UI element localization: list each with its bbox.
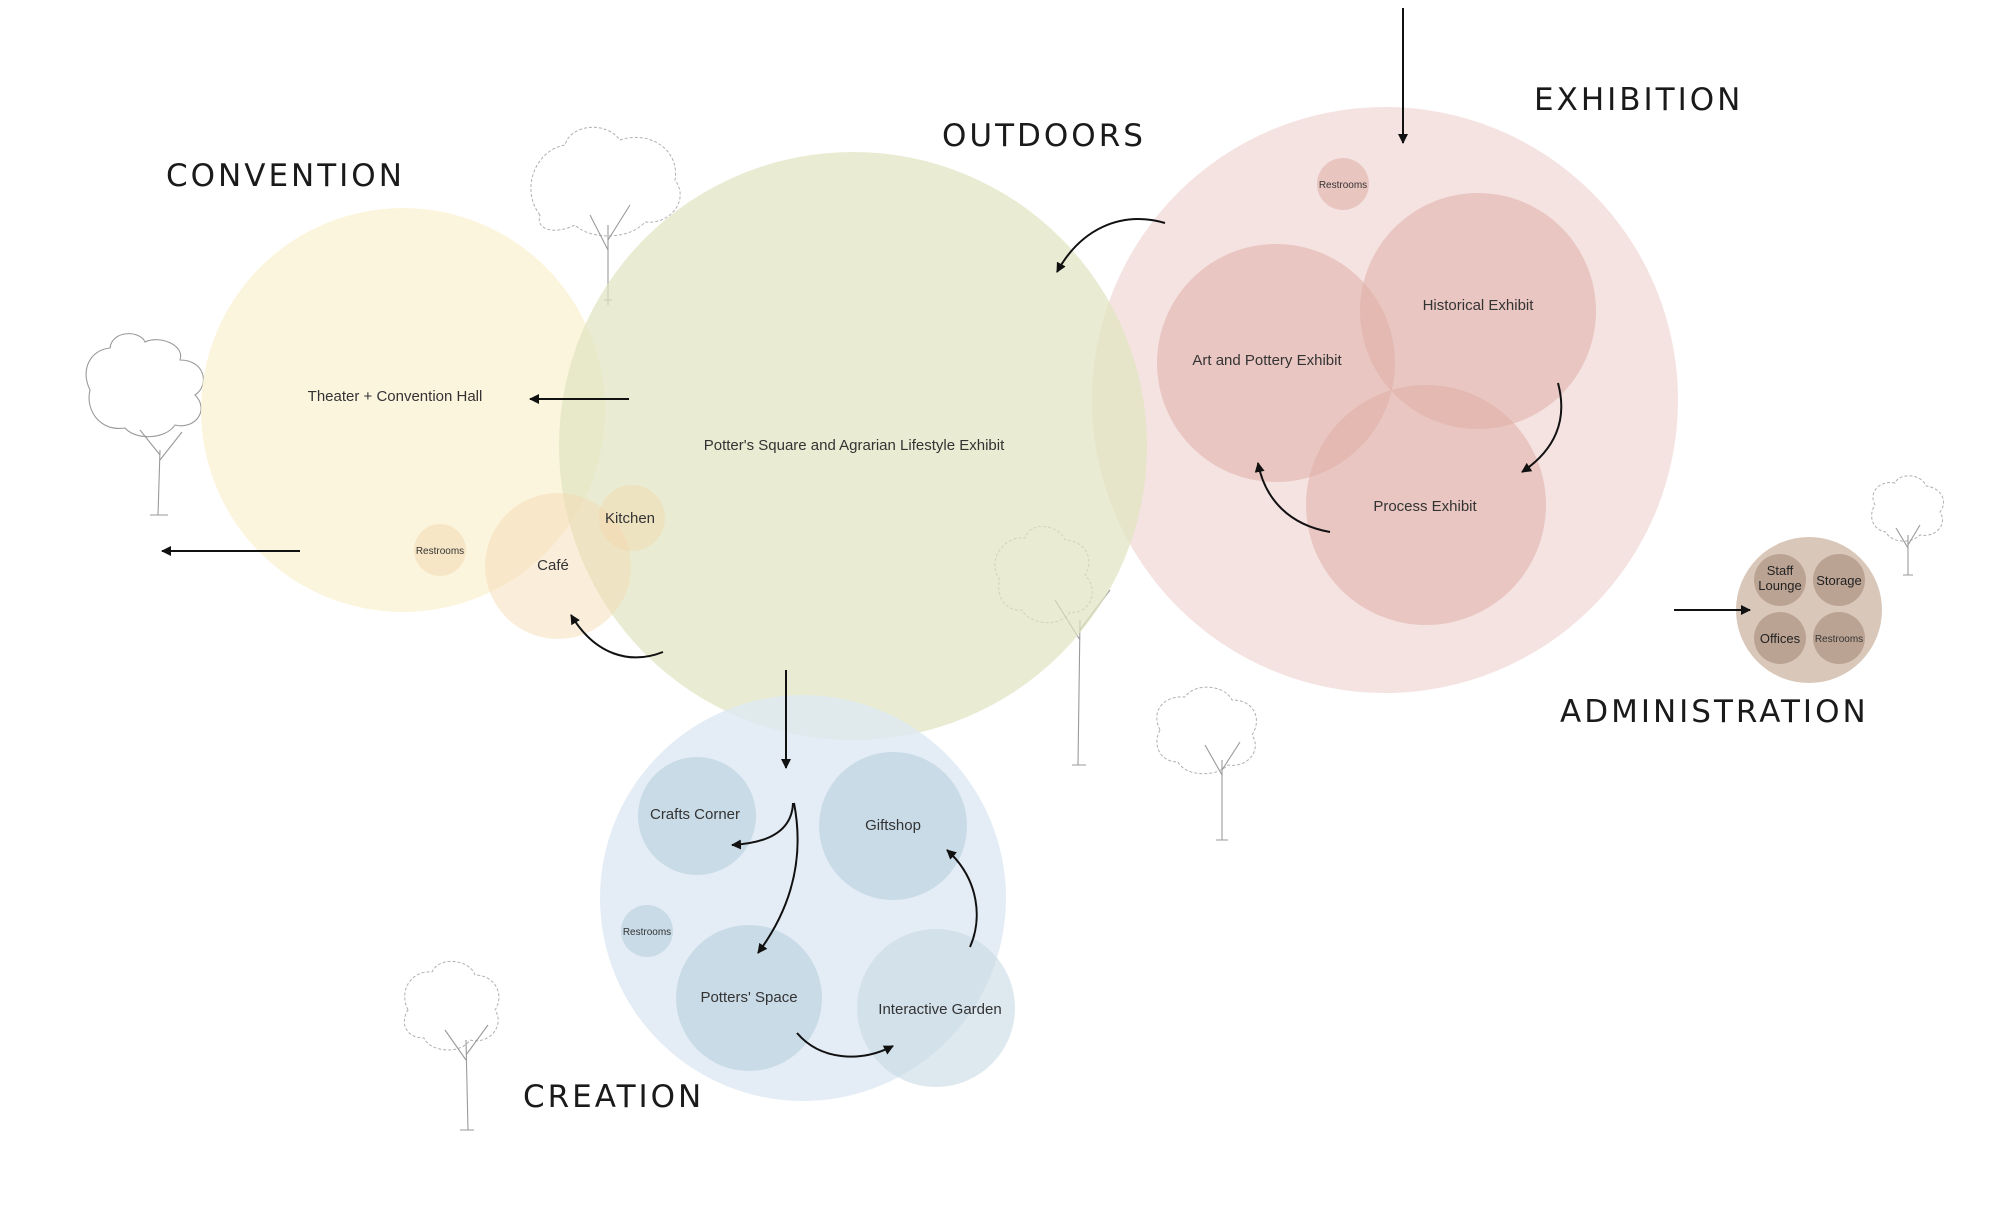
kitchen-label: Kitchen bbox=[605, 510, 655, 527]
creation-title: CREATION bbox=[523, 1079, 704, 1115]
administration-zone bbox=[1736, 537, 1882, 683]
cafe-label: Café bbox=[537, 557, 569, 574]
restrooms-creation-label: Restrooms bbox=[623, 927, 671, 938]
potters-square-label: Potter's Square and Agrarian Lifestyle E… bbox=[704, 437, 1005, 454]
exhibition-zone bbox=[1092, 107, 1678, 693]
offices-label: Offices bbox=[1760, 631, 1801, 646]
administration-title: ADMINISTRATION bbox=[1560, 694, 1869, 730]
interactive-garden-label: Interactive Garden bbox=[878, 1001, 1001, 1018]
storage-label: Storage bbox=[1816, 573, 1862, 588]
historical-label: Historical Exhibit bbox=[1423, 297, 1535, 314]
restrooms-convention-label: Restrooms bbox=[416, 546, 464, 557]
tree-icon bbox=[86, 334, 203, 515]
restrooms-admin-label: Restrooms bbox=[1815, 634, 1863, 645]
convention-title: CONVENTION bbox=[166, 158, 405, 194]
art-pottery-label: Art and Pottery Exhibit bbox=[1192, 352, 1342, 369]
tree-icon bbox=[404, 961, 499, 1130]
potters-space-label: Potters' Space bbox=[700, 989, 797, 1006]
outdoors-title: OUTDOORS bbox=[942, 118, 1146, 154]
process-label: Process Exhibit bbox=[1373, 498, 1477, 515]
tree-icon bbox=[1157, 687, 1257, 840]
crafts-corner-label: Crafts Corner bbox=[650, 806, 740, 823]
creation-zone bbox=[600, 695, 1015, 1101]
restrooms-exhibition-label: Restrooms bbox=[1319, 180, 1367, 191]
theater-label: Theater + Convention Hall bbox=[308, 388, 483, 405]
administration-circle bbox=[1736, 537, 1882, 683]
exhibition-title: EXHIBITION bbox=[1534, 82, 1743, 118]
giftshop-label: Giftshop bbox=[865, 817, 921, 834]
staff-lounge-label-2: Lounge bbox=[1758, 578, 1801, 593]
tree-icon bbox=[1872, 476, 1944, 575]
staff-lounge-label-1: Staff bbox=[1767, 563, 1794, 578]
